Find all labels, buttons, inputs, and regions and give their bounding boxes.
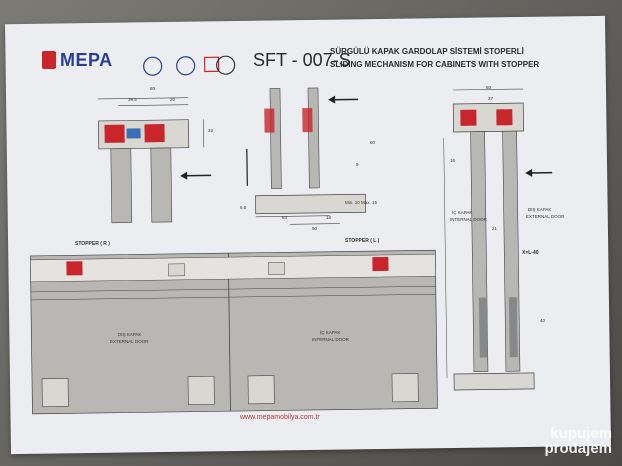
dim-6-5: 6.5 <box>240 205 247 210</box>
dim-9: 9 <box>356 162 359 167</box>
section-left <box>98 97 212 224</box>
section-right <box>443 88 553 391</box>
cert-logo-3-icon <box>203 56 220 73</box>
dim-top-width: 80 <box>150 86 156 91</box>
side-outer-door-en: EXTERNAL DOOR <box>526 214 565 219</box>
side-inner-door-en: INTERNAL DOOR <box>450 217 487 222</box>
title-turkish: SÜRGÜLÜ KAPAK GARDOLAP SİSTEMİ STOPERLİ <box>330 47 524 56</box>
dim-height-32: 32 <box>208 128 214 133</box>
door-elevation <box>29 249 438 415</box>
model-number: SFT - 007-S <box>253 50 351 70</box>
dim-top-right: 20 <box>170 97 176 102</box>
dim-right-37: 37 <box>488 96 494 101</box>
website-link: www.mepamobilya.com.tr <box>240 414 320 421</box>
dim-63: 63 <box>282 215 288 220</box>
inner-door-en: INTERNAL DOOR <box>312 337 349 342</box>
outer-door-tr: DIŞ KAPAK <box>118 332 142 337</box>
cert-logo-1-icon <box>143 56 163 76</box>
watermark-line1: kupujem <box>550 425 612 442</box>
dim-right-40: 40 <box>540 318 546 323</box>
cert-logo-2-icon <box>176 56 196 76</box>
side-outer-door-tr: DIŞ KAPAK <box>528 207 552 212</box>
cert-logo-4-icon <box>216 55 236 75</box>
min-max-label: Min. 10 Max. 15 <box>345 200 378 205</box>
dim-50: 50 <box>312 226 318 231</box>
dim-height-60: 60 <box>370 140 376 145</box>
dim-18: 18 <box>326 215 332 220</box>
outer-door-en: EXTERNAL DOOR <box>110 339 149 344</box>
stopper-r-label: STOPPER ( R ) <box>75 241 110 247</box>
formula-label: X=L-40 <box>522 250 539 256</box>
dim-top-left: 39.5 <box>128 97 137 102</box>
dim-right-top: 80 <box>486 85 492 90</box>
side-inner-door-tr: İÇ KAPAK <box>452 210 473 215</box>
title-english: SLIDING MECHANISM FOR CABINETS WITH STOP… <box>330 60 540 69</box>
dim-right-21: 21 <box>492 226 498 231</box>
section-middle <box>246 87 367 225</box>
mepa-logo-icon <box>42 51 56 69</box>
watermark: kupujem prodajem <box>544 426 612 456</box>
dim-right-16: 16 <box>450 158 456 163</box>
inner-door-tr: İÇ KAPAK <box>320 330 341 335</box>
watermark-line2: prodajem <box>544 440 612 457</box>
brand-logo: MEPA <box>60 50 113 70</box>
stopper-l-label: STOPPER ( L ) <box>345 238 380 244</box>
